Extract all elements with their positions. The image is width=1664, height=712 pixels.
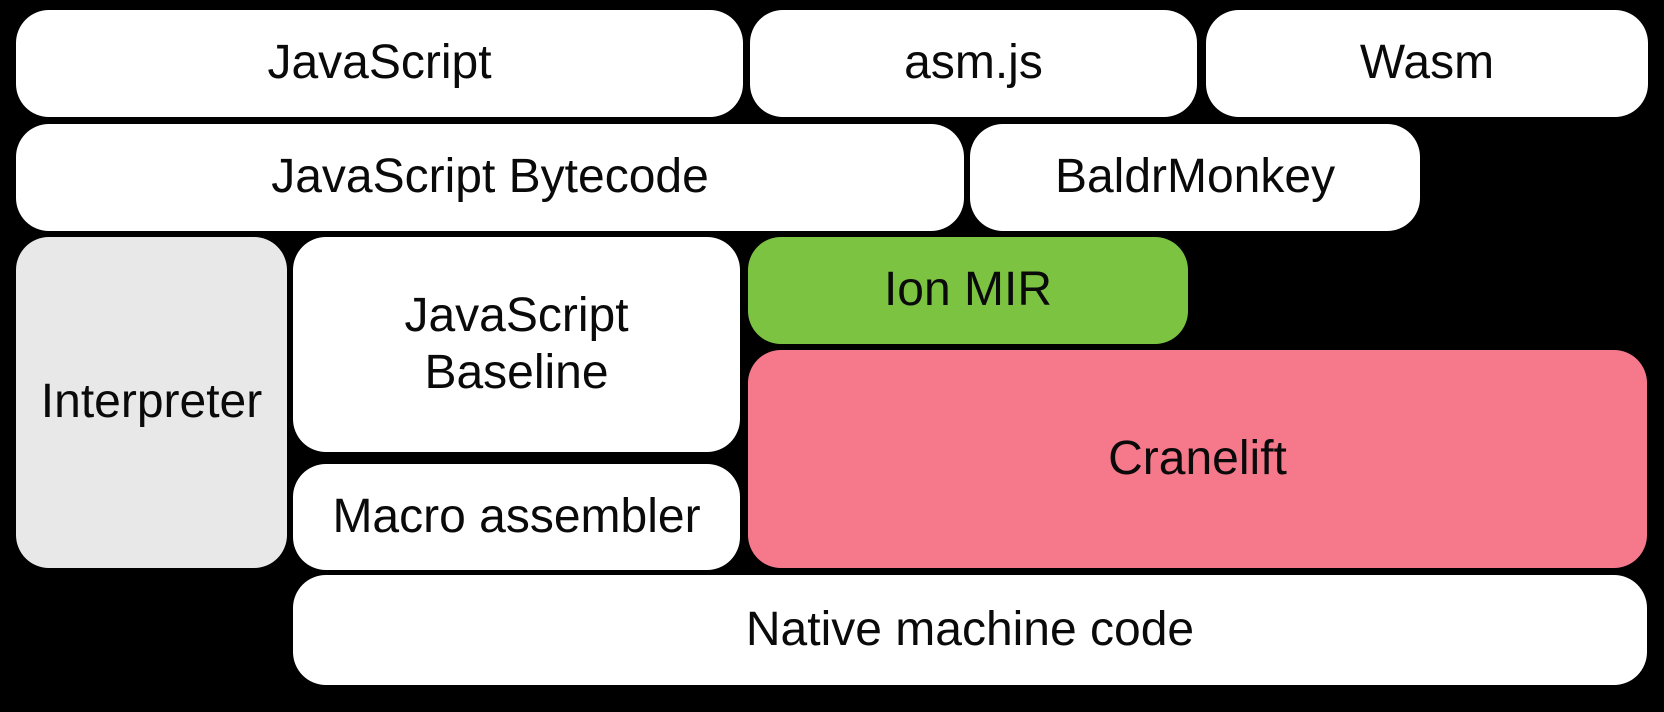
box-asmjs-label: asm.js — [904, 36, 1043, 90]
box-javascript-baseline: JavaScript Baseline — [293, 237, 740, 452]
box-interpreter-label: Interpreter — [40, 375, 263, 429]
box-wasm: Wasm — [1206, 10, 1648, 117]
box-native-machine-code: Native machine code — [293, 575, 1647, 685]
box-javascript-bytecode: JavaScript Bytecode — [16, 124, 964, 231]
box-macro-assembler: Macro assembler — [293, 464, 740, 570]
box-native-machine-code-label: Native machine code — [745, 602, 1195, 656]
box-javascript: JavaScript — [16, 10, 743, 117]
box-wasm-label: Wasm — [1359, 36, 1495, 90]
box-javascript-label: JavaScript — [267, 36, 492, 90]
box-cranelift-label: Cranelift — [1108, 431, 1287, 485]
box-ion-mir: Ion MIR — [748, 237, 1188, 344]
box-baldrmonkey: BaldrMonkey — [970, 124, 1420, 231]
box-javascript-baseline-label: JavaScript Baseline — [404, 288, 629, 399]
box-macro-assembler-label: Macro assembler — [332, 489, 701, 543]
box-baldrmonkey-label: BaldrMonkey — [1054, 150, 1336, 204]
box-ion-mir-label: Ion MIR — [883, 263, 1053, 317]
box-asmjs: asm.js — [750, 10, 1197, 117]
box-javascript-bytecode-label: JavaScript Bytecode — [271, 150, 709, 204]
box-interpreter: Interpreter — [16, 237, 287, 568]
box-cranelift: Cranelift — [748, 350, 1647, 568]
